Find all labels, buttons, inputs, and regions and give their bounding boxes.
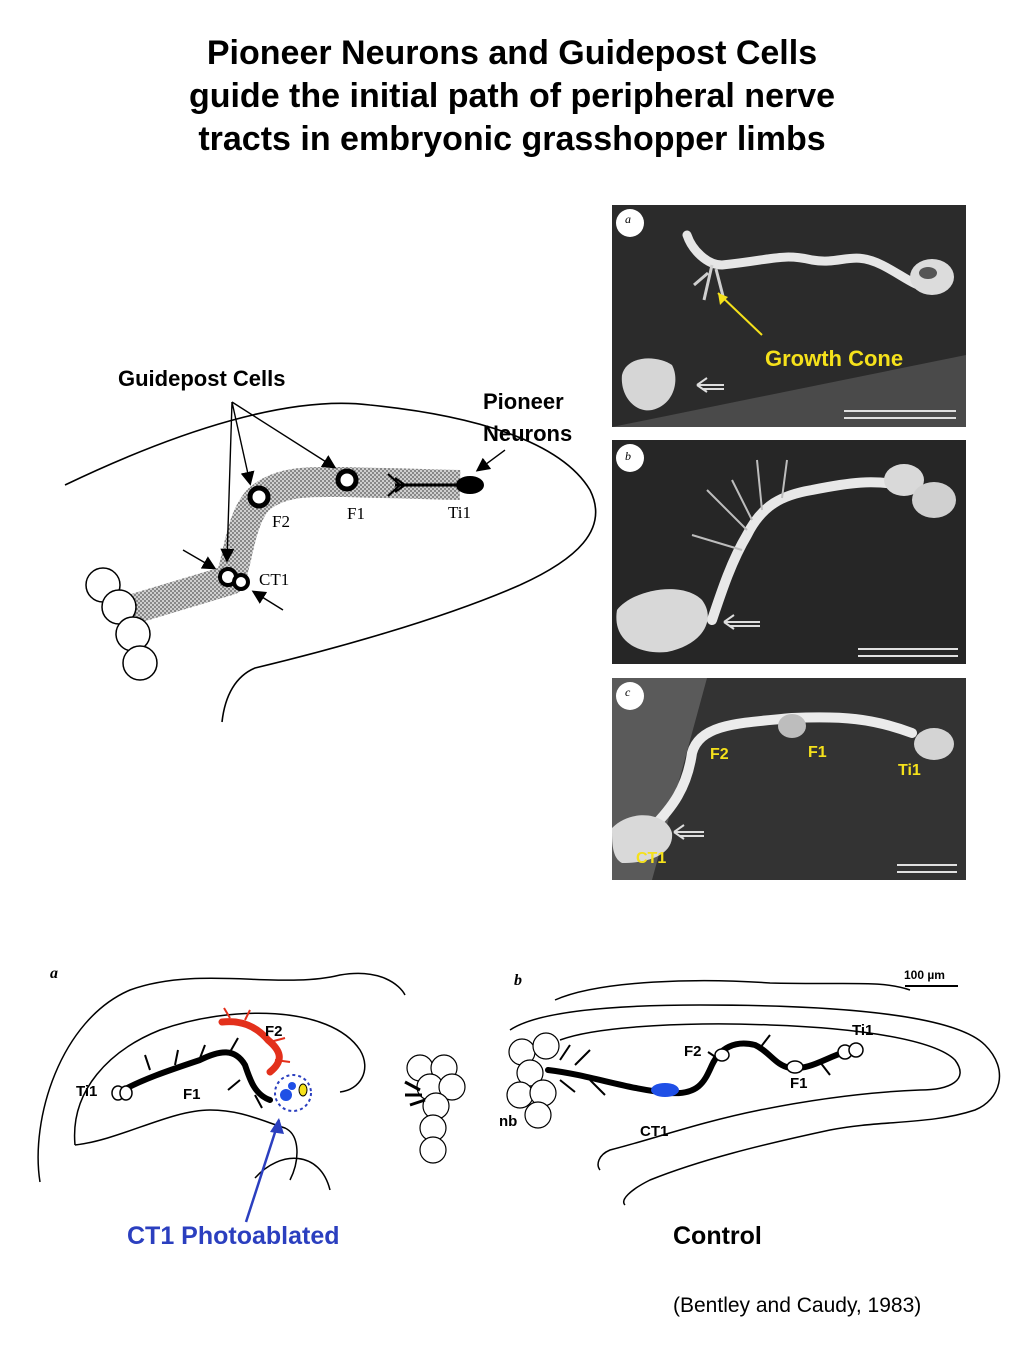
drawing-a-f1-label: F1	[183, 1086, 201, 1103]
drawing-b-f1-label: F1	[790, 1075, 808, 1092]
control-caption: Control	[673, 1222, 762, 1250]
drawing-b-outer	[509, 1004, 1001, 1206]
nb-cell-4	[122, 645, 158, 681]
limb-outline-upper	[64, 402, 597, 586]
ct1-blob-a	[621, 358, 676, 411]
title-line-3: tracts in embryonic grasshopper limbs	[198, 120, 826, 158]
guidepost-arrow-3	[231, 401, 337, 469]
photo-c-letter: c	[625, 685, 631, 699]
guidepost-cells-label: Guidepost Cells	[118, 366, 286, 391]
ct1-label: CT1	[259, 570, 290, 589]
growth-cone-arrow	[717, 292, 763, 336]
open-arrow-c	[673, 824, 704, 840]
scale-label: 100 µm	[904, 968, 945, 982]
ct1-cell-b	[232, 573, 250, 591]
scale-bars-b	[858, 648, 958, 657]
page-title: Pioneer Neurons and Guidepost Cells guid…	[0, 32, 1024, 161]
drawing-a-f2-label: F2	[265, 1023, 283, 1040]
citation: (Bentley and Caudy, 1983)	[673, 1294, 922, 1317]
f1-label: F1	[347, 504, 365, 523]
open-arrow-a	[696, 377, 724, 393]
drawing-a-outer	[37, 972, 406, 1183]
drawing-b-inner	[559, 1023, 961, 1171]
growth-cone-label: Growth Cone	[765, 346, 904, 371]
drawing-a-axon-red	[218, 1018, 283, 1076]
limb-outline-lower	[221, 584, 521, 723]
drawing-b-f2-label: F2	[684, 1043, 702, 1060]
cell-body-c-f1	[778, 714, 806, 738]
drawing-a-ti1-label: Ti1	[76, 1083, 98, 1100]
drawing-a-axon-black	[115, 1049, 273, 1103]
ct1-arrow-right	[251, 590, 284, 611]
drawing-b-letter: b	[514, 972, 522, 989]
ct1-blob-c	[612, 815, 673, 863]
cell-body-b-1	[884, 464, 924, 496]
photo-c-f1-label: F1	[808, 744, 827, 761]
neuron-process-b	[707, 477, 907, 625]
micrograph-a	[612, 205, 966, 427]
scale-bars-c	[897, 864, 957, 873]
title-line-2: guide the initial path of peripheral ner…	[188, 77, 836, 115]
drawing-a-inner-bottom	[74, 1109, 298, 1181]
neuron-process-a	[682, 230, 937, 295]
ti1-label: Ti1	[448, 503, 472, 522]
drawing-a-inner-top	[73, 1012, 366, 1146]
micrograph-b	[612, 440, 966, 664]
guidepost-arrow-2	[231, 401, 255, 486]
drawing-b-ti1-label: Ti1	[852, 1022, 874, 1039]
cell-body-b-2	[912, 482, 956, 518]
letter-badge-b	[616, 444, 644, 472]
f2-cell	[247, 485, 271, 509]
cell-body-c-ti1	[914, 728, 954, 760]
growth-cone-tips	[387, 473, 406, 497]
guidepost-arrow-1	[220, 401, 235, 563]
photo-a-letter: a	[625, 212, 631, 226]
drawing-b-nb-label: nb	[499, 1113, 518, 1130]
neuron-process-c	[647, 712, 917, 833]
photo-b-letter: b	[625, 449, 631, 463]
drawing-a-letter: a	[50, 965, 58, 982]
ablated-ct1-cell	[280, 1089, 292, 1101]
open-arrow-b	[723, 614, 760, 630]
photo-c-ti1-label: Ti1	[898, 762, 921, 779]
letter-badge-a	[616, 209, 644, 237]
f2-label: F2	[272, 512, 290, 531]
micrograph-c	[612, 678, 966, 880]
pioneer-label-line-1: Pioneer	[483, 389, 564, 414]
f1-cell	[335, 468, 359, 492]
photoablated-arrow	[244, 1119, 281, 1223]
photoablated-caption: CT1 Photoablated	[127, 1222, 340, 1250]
ct1-arrow-left	[182, 549, 217, 570]
ablated-ct1-ring	[274, 1074, 312, 1112]
photo-c-f2-label: F2	[710, 746, 729, 763]
photo-c-ct1-label: CT1	[636, 850, 667, 867]
letter-badge-c	[616, 682, 644, 710]
ti1-cell	[456, 476, 484, 494]
drawing-b-ct1-label: CT1	[640, 1123, 669, 1140]
pioneer-arrow	[475, 449, 506, 472]
title-line-1: Pioneer Neurons and Guidepost Cells	[206, 34, 818, 72]
pioneer-label-line-2: Neurons	[483, 421, 573, 446]
drawing-b-outer-top	[554, 979, 911, 1001]
scale-bars-a	[844, 410, 956, 419]
ct1-blob-b	[616, 589, 708, 653]
drawing-b-ct1-blue	[651, 1083, 679, 1097]
